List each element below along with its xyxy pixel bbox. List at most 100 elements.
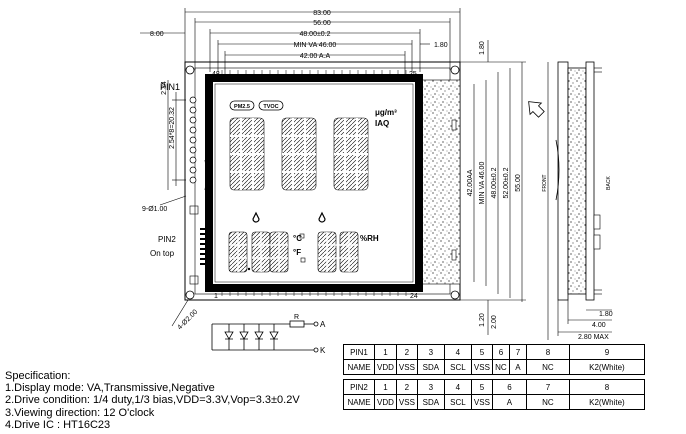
table-cell: SDA	[416, 394, 445, 410]
hole-leader	[171, 299, 189, 327]
dim-pitch: 2.54*8=20.32	[169, 107, 176, 149]
front-label: FRONT	[542, 174, 548, 191]
thermometer-icon	[252, 211, 260, 223]
dim-v-55: 55.00	[515, 174, 522, 192]
unit-fahrenheit: °F	[293, 248, 301, 257]
side-dim-2-80: 2.80 MAX	[578, 334, 609, 341]
table-cell: 1	[374, 344, 397, 360]
lcd-frame	[205, 74, 423, 292]
dim-v-2-00: 2.00	[491, 315, 498, 329]
decimal-point	[247, 267, 251, 271]
pin1-name-row: NAME VDD VSS SDA SCL VSS NC A NC K2(Whit…	[343, 359, 645, 375]
table-cell: SDA	[416, 359, 445, 375]
table-cell: PIN1	[343, 344, 375, 360]
unit-celsius: °C	[293, 234, 302, 243]
unit-ugm3: μg/m³	[375, 108, 397, 117]
top-dimension-lines	[140, 8, 461, 78]
side-dim-4-00: 4.00	[592, 322, 606, 329]
table-cell: 8	[525, 344, 570, 360]
dim-48: 48.00±0.2	[299, 31, 330, 38]
table-cell: SCL	[443, 394, 472, 410]
tvoc-badge	[258, 100, 284, 111]
led-schematic	[211, 320, 314, 351]
specification-block: Specification: 1.Display mode: VA,Transm…	[5, 370, 300, 431]
pin-number-1: 1	[214, 293, 218, 300]
table-cell: 9	[568, 344, 645, 360]
table-cell: VSS	[470, 394, 493, 410]
table-cell: VSS	[395, 359, 418, 375]
pin-number-48: 48	[212, 71, 220, 78]
backlight-notches	[451, 119, 457, 261]
table-cell: 5	[470, 379, 493, 395]
spec-line-2: 2.Drive condition: 1/4 duty,1/3 bias,VDD…	[5, 394, 300, 407]
pin2-label: PIN2	[158, 235, 176, 244]
dim-v-1-80: 1.80	[479, 41, 486, 55]
tvoc-label: TVOC	[263, 104, 278, 110]
table-cell: NC	[525, 359, 570, 375]
dim-1-80: 1.80	[434, 42, 448, 49]
table-cell: 7	[525, 379, 570, 395]
small-digits-grid	[229, 232, 358, 272]
table-cell: NAME	[343, 394, 375, 410]
unit-iaq: IAQ	[375, 119, 389, 128]
left-dimension-lines	[159, 80, 187, 206]
table-cell: VDD	[374, 394, 397, 410]
large-digit-3-grid	[334, 118, 368, 190]
resistor-label: R	[294, 314, 299, 321]
pin-table: PIN1 1 2 3 4 5 6 7 8 9 NAME VDD VSS SDA …	[343, 344, 645, 410]
pm25-badge	[229, 100, 255, 111]
side-dimension-lines	[557, 300, 612, 336]
table-cell: 7	[508, 344, 527, 360]
spec-line-3: 3.Viewing direction: 12 O'clock	[5, 406, 155, 419]
dim-aa: 42.00 A.A	[300, 53, 331, 60]
dim-56: 56.00	[313, 20, 331, 27]
segment-box	[300, 257, 306, 263]
spec-line-1: 1.Display mode: VA,Transmissive,Negative	[5, 382, 215, 395]
pin2-name-row: NAME VDD VSS SDA SCL VSS A NC K2(White)	[343, 394, 645, 410]
table-cell: A	[508, 359, 527, 375]
back-label: BACK	[606, 176, 612, 190]
large-digit-2-grid	[282, 118, 316, 190]
table-cell: VSS	[395, 394, 418, 410]
pin2-pads	[200, 228, 206, 265]
table-cell: NC	[491, 359, 510, 375]
table-cell: NAME	[343, 359, 375, 375]
dim-2-34: 2.34	[161, 81, 168, 95]
table-cell: K2(White)	[568, 394, 645, 410]
dim-v-aa: 42.00AA	[467, 169, 474, 196]
large-digit-1-grid	[230, 118, 264, 190]
humidity-drop-icon	[318, 211, 326, 223]
anode-label: A	[320, 320, 326, 329]
table-cell: VSS	[470, 359, 493, 375]
terminal-k	[313, 347, 319, 353]
pin-number-24: 24	[410, 293, 418, 300]
dim-hole: 9-Ø1.00	[142, 206, 167, 213]
pin1-label: PIN1	[160, 82, 180, 92]
table-cell: PIN2	[343, 379, 375, 395]
table-cell: 4	[443, 379, 472, 395]
dim-v-48: 48.00±0.2	[491, 167, 498, 198]
table-cell: SCL	[443, 359, 472, 375]
unit-rh: %RH	[360, 234, 379, 243]
table-cell: K2(White)	[568, 359, 645, 375]
terminal-a	[313, 321, 319, 327]
dim-8: 8.00	[150, 31, 164, 38]
table-cell: 2	[395, 344, 418, 360]
spec-title: Specification:	[5, 370, 71, 382]
table-cell: 3	[416, 379, 445, 395]
table-cell: 5	[470, 344, 493, 360]
on-top-label: On top	[150, 249, 175, 258]
table-cell: 2	[395, 379, 418, 395]
pin-square-2	[189, 275, 199, 285]
side-view	[547, 61, 602, 340]
right-dimension-lines	[460, 40, 526, 335]
table-cell: NC	[525, 394, 570, 410]
pin1-number-row: PIN1 1 2 3 4 5 6 7 8 9	[343, 344, 645, 360]
table-cell: VDD	[374, 359, 397, 375]
dim-v-va: MIN VA 46.00	[479, 162, 486, 205]
table-cell: 6	[491, 344, 510, 360]
dim-min-va: MIN VA 46.00	[294, 42, 337, 49]
cathode-label: K	[320, 346, 326, 355]
segment-box-2	[299, 233, 305, 239]
table-cell: A	[491, 394, 527, 410]
